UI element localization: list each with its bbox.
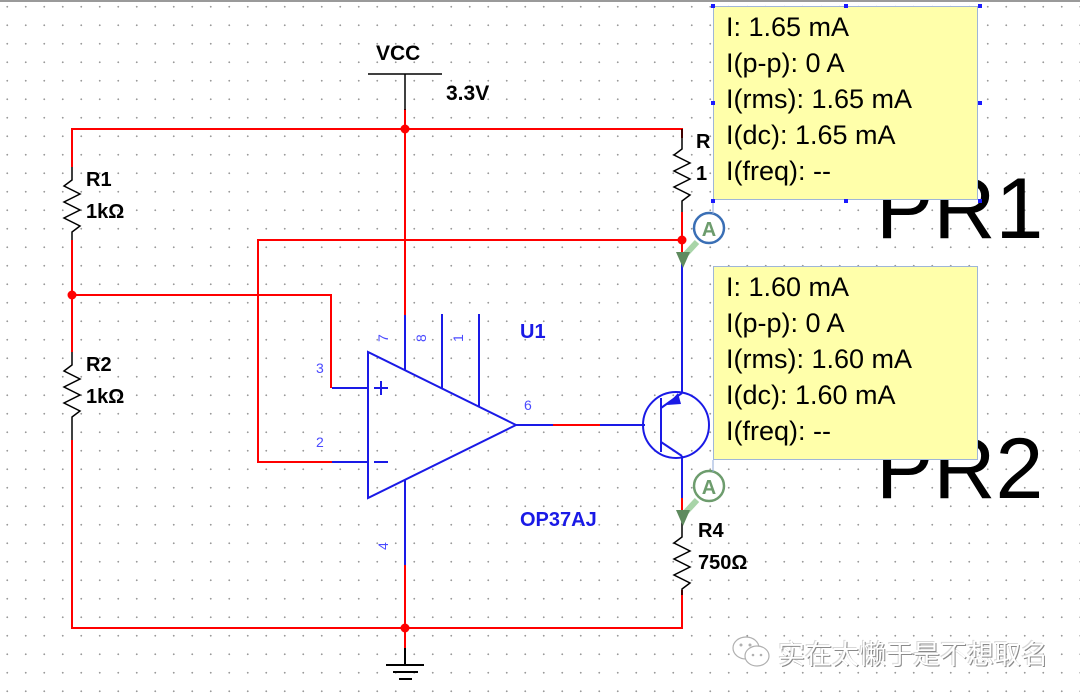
pin-1-label: 1 bbox=[450, 334, 466, 342]
r1-value: 1kΩ bbox=[86, 201, 124, 223]
selection-handle[interactable] bbox=[978, 199, 982, 203]
probe-pr1-current-dc: I(dc): 1.65 mA bbox=[726, 120, 896, 150]
probe-pr2-current-rms: I(rms): 1.60 mA bbox=[726, 344, 913, 374]
probe-pr1-current-freq: I(freq): -- bbox=[726, 156, 831, 186]
vcc-value: 3.3V bbox=[446, 82, 489, 105]
pin-6-label: 6 bbox=[524, 397, 532, 413]
junction-dot bbox=[400, 623, 410, 633]
opamp-ref: U1 bbox=[520, 321, 546, 343]
wires bbox=[71, 109, 683, 648]
probe-pr2-icon[interactable]: A bbox=[676, 469, 726, 526]
r4-value: 750Ω bbox=[698, 552, 747, 574]
wechat-icon bbox=[732, 636, 770, 667]
opamp-model: OP37AJ bbox=[520, 509, 597, 531]
resistor-r4[interactable]: R4 750Ω bbox=[672, 520, 747, 595]
pin-2-label: 2 bbox=[316, 434, 324, 450]
probe-pr1-glyph: A bbox=[702, 219, 716, 241]
probe-pr1-current-pp: I(p-p): 0 A bbox=[726, 48, 845, 78]
r3-ref: R bbox=[696, 131, 711, 153]
ground-symbol[interactable] bbox=[386, 648, 424, 680]
probe-pr2-glyph: A bbox=[702, 477, 716, 499]
pin-4-label: 4 bbox=[375, 542, 391, 550]
junction-dot bbox=[677, 235, 687, 245]
vcc-label: VCC bbox=[376, 42, 420, 65]
watermark-text: 实在太懒于是不想取名 bbox=[778, 639, 1048, 671]
watermark: 实在太懒于是不想取名 bbox=[730, 632, 1048, 672]
wire-bottom-rail[interactable] bbox=[71, 440, 683, 629]
pin-7-label: 7 bbox=[375, 334, 391, 342]
emitter-arrow bbox=[667, 393, 681, 405]
selection-handle[interactable] bbox=[844, 4, 848, 8]
selection-handle[interactable] bbox=[978, 4, 982, 8]
probe-pr2-readout[interactable]: I: 1.60 mA I(p-p): 0 A I(rms): 1.60 mA I… bbox=[713, 266, 978, 460]
resistor-r3[interactable]: R 1 bbox=[672, 129, 711, 212]
wire-top-rail[interactable] bbox=[71, 128, 683, 167]
probe-pr1-current: I: 1.65 mA bbox=[726, 12, 850, 42]
wire-feedback[interactable] bbox=[257, 239, 682, 463]
junctions bbox=[67, 124, 687, 633]
opamp-u1[interactable]: 3 2 6 7 8 1 4 U1 OP37AJ bbox=[316, 314, 597, 565]
probe-pr1-icon[interactable]: A bbox=[676, 211, 726, 268]
resistor-r1[interactable]: R1 1kΩ bbox=[62, 167, 124, 240]
r2-ref: R2 bbox=[86, 354, 112, 376]
window-top-border bbox=[0, 0, 1080, 2]
probe-pr2-current-dc: I(dc): 1.60 mA bbox=[726, 380, 896, 410]
transistor-q1[interactable] bbox=[600, 262, 710, 498]
probe-pr2-current-freq: I(freq): -- bbox=[726, 416, 831, 446]
wire-divider-to-pin3[interactable] bbox=[72, 294, 332, 388]
selection-handle[interactable] bbox=[711, 199, 715, 203]
selection-handle[interactable] bbox=[844, 199, 848, 203]
selection-handle[interactable] bbox=[711, 101, 715, 105]
probe-pr1-readout[interactable]: I: 1.65 mA I(p-p): 0 A I(rms): 1.65 mA I… bbox=[713, 6, 978, 200]
opamp-body bbox=[367, 350, 519, 500]
r4-ref: R4 bbox=[698, 520, 724, 542]
resistor-r2[interactable]: R2 1kΩ bbox=[62, 352, 124, 440]
junction-dot bbox=[67, 290, 77, 300]
pin-3-label: 3 bbox=[316, 360, 324, 376]
selection-handle[interactable] bbox=[711, 4, 715, 8]
vcc-source[interactable]: VCC 3.3V bbox=[368, 42, 489, 110]
probe-pr2-current-pp: I(p-p): 0 A bbox=[726, 308, 845, 338]
junction-dot bbox=[400, 124, 410, 134]
r3-value: 1 bbox=[696, 163, 707, 185]
selection-handle[interactable] bbox=[978, 101, 982, 105]
probe-pr1-current-rms: I(rms): 1.65 mA bbox=[726, 84, 913, 114]
r1-ref: R1 bbox=[86, 169, 112, 191]
probe-pr2-current: I: 1.60 mA bbox=[726, 272, 850, 302]
r2-value: 1kΩ bbox=[86, 386, 124, 408]
pin-8-label: 8 bbox=[413, 334, 429, 342]
